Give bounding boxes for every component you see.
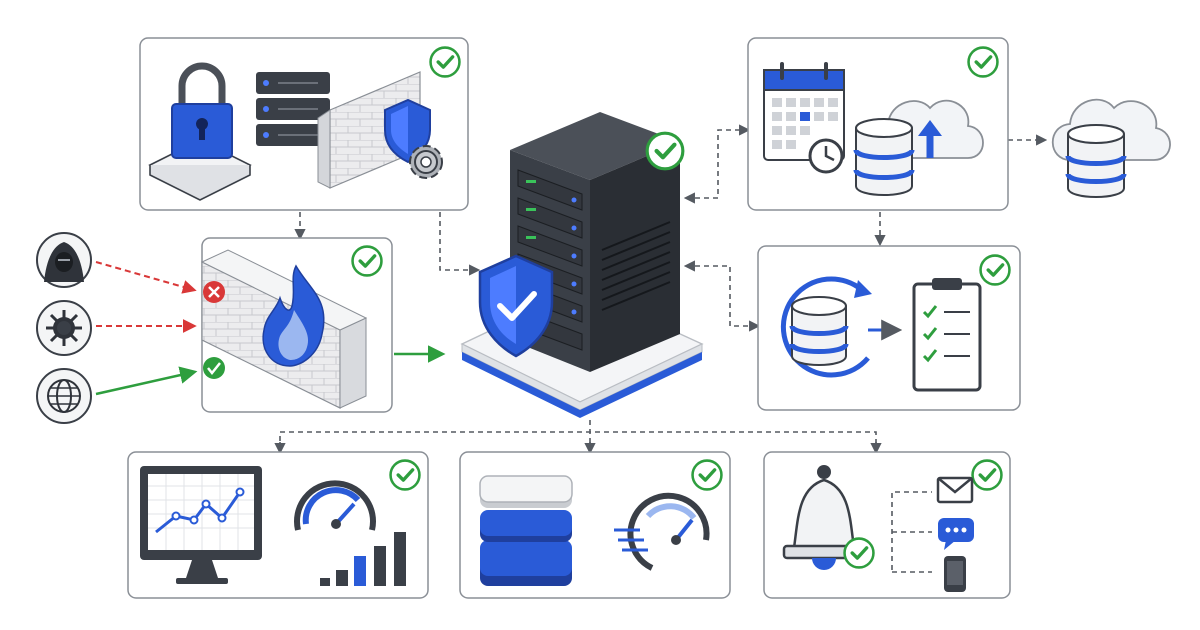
panel-alert-notifications xyxy=(763,451,1011,599)
connectors xyxy=(95,124,1048,455)
panel-backup-verification xyxy=(757,245,1021,411)
allowed-check-icon xyxy=(203,357,225,379)
fire-icon xyxy=(262,264,325,367)
shield-check-icon xyxy=(478,254,554,358)
hacker-icon xyxy=(36,232,92,288)
circular-arrow-icon xyxy=(780,276,872,378)
database-icon xyxy=(853,118,915,196)
offsite-storage xyxy=(1051,98,1171,198)
globe-icon xyxy=(36,368,92,424)
blocked-x-icon xyxy=(203,281,225,303)
connector-server-to-bottom xyxy=(279,420,877,450)
check-badge-icon xyxy=(842,536,876,570)
gear-icon xyxy=(409,145,443,179)
bell-icon xyxy=(782,465,876,570)
check-badge-icon xyxy=(970,458,1004,492)
virus-icon xyxy=(36,300,92,356)
check-badge-icon xyxy=(690,458,724,492)
email-icon xyxy=(936,476,974,504)
server-stack-icon xyxy=(256,72,330,146)
connector-perimeter-to-server xyxy=(439,212,481,276)
calendar-icon xyxy=(763,62,845,161)
monitor-line-chart-icon xyxy=(140,466,262,584)
server-tower-icon xyxy=(510,112,680,372)
database-icon xyxy=(789,296,849,366)
check-badge-icon xyxy=(966,45,1000,79)
smartphone-icon xyxy=(944,556,966,592)
padlock-icon xyxy=(148,62,252,201)
speedometer-icon xyxy=(614,492,710,571)
panel-perimeter-security xyxy=(139,37,469,211)
panel-storage-speed xyxy=(459,451,731,599)
clock-icon xyxy=(808,138,844,174)
speedometer-icon xyxy=(294,480,376,531)
traffic-sources xyxy=(36,232,92,424)
check-badge-icon xyxy=(388,458,422,492)
check-badge-icon xyxy=(978,253,1012,287)
storage-layers-icon xyxy=(479,475,573,586)
traffic-hacker-blocked xyxy=(95,261,197,294)
panel-scheduled-cloud-backup xyxy=(747,37,1009,211)
firewall-wall-icon xyxy=(317,71,421,189)
connector-server-backup xyxy=(683,124,751,204)
checklist-clipboard-icon xyxy=(912,278,982,392)
connector-server-verification xyxy=(683,260,761,332)
bar-chart-icon xyxy=(320,532,406,586)
check-badge-icon xyxy=(647,133,683,169)
database-icon xyxy=(1065,124,1127,198)
check-badge-icon xyxy=(428,45,462,79)
central-server xyxy=(460,112,704,418)
shield-icon xyxy=(384,98,431,164)
chat-bubble-icon xyxy=(938,518,974,550)
traffic-globe-allowed xyxy=(95,366,198,396)
alert-fanout xyxy=(891,491,932,573)
check-badge-icon xyxy=(350,244,384,278)
panel-performance-monitoring xyxy=(127,451,429,599)
panel-firewall-filtering xyxy=(200,237,393,413)
